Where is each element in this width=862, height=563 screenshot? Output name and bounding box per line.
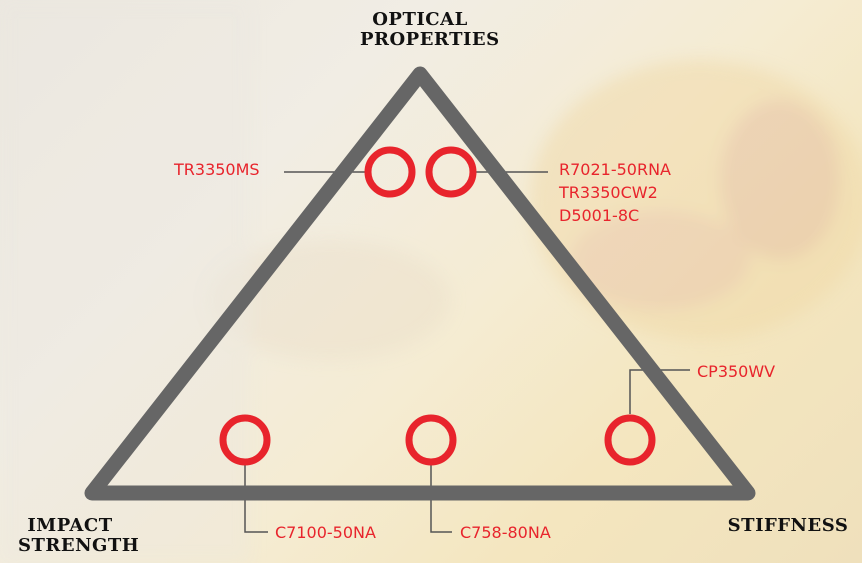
marker-c7100-50na [219, 414, 271, 466]
grade-label-c7100-50na: C7100-50NA [275, 521, 376, 544]
marker-r7021-50rna [425, 146, 477, 198]
corner-label-stiffness: STIFFNESS [718, 516, 858, 536]
corner-label-line: PROPERTIES [360, 29, 500, 50]
marker-tr3350ms [364, 146, 416, 198]
grade-label-cp350wv: CP350WV [697, 360, 775, 383]
corner-label-line: STIFFNESS [727, 515, 849, 536]
grade-label-text: D5001-8C [559, 206, 640, 225]
grade-label-tr3350ms: TR3350MS [174, 158, 260, 181]
grade-label-text: TR3350MS [174, 160, 260, 179]
grade-label-text: TR3350CW2 [559, 183, 658, 202]
marker-cp350wv [604, 414, 656, 466]
leader-cp350wv [629, 369, 690, 414]
property-triangle [84, 66, 756, 501]
grade-label-text: C7100-50NA [275, 523, 376, 542]
grade-label-text: C758-80NA [460, 523, 551, 542]
marker-c758-80na [405, 414, 457, 466]
grade-label-c758-80na: C758-80NA [460, 521, 551, 544]
corner-label-line: OPTICAL [372, 9, 468, 30]
grade-label-text: CP350WV [697, 362, 776, 381]
corner-label-impact-strength: IMPACT STRENGTH [18, 515, 140, 556]
corner-label-line: IMPACT [27, 515, 113, 536]
grade-label-group-top-right: R7021-50RNA TR3350CW2 D5001-8C [559, 158, 671, 227]
corner-label-optical-properties: OPTICAL PROPERTIES [360, 9, 500, 50]
corner-label-line: STRENGTH [18, 535, 140, 556]
grade-label-text: R7021-50RNA [559, 160, 671, 179]
grade-markers [219, 146, 656, 466]
